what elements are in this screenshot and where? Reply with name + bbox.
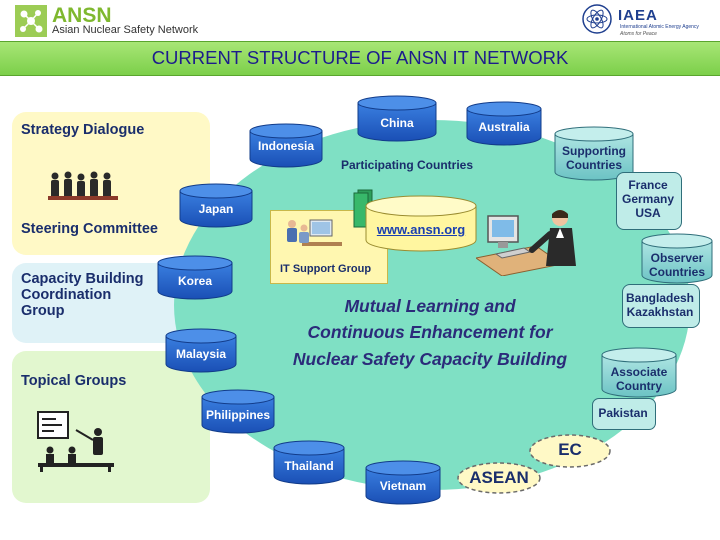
it-support-label: IT Support Group (280, 263, 372, 275)
country-japan: Japan (198, 202, 234, 216)
people-group-icon (48, 171, 118, 200)
center-message-line2: Continuous Enhancement for (307, 322, 553, 342)
member-france: France (628, 178, 668, 192)
associate-country-db (601, 347, 677, 398)
country-db-japan (179, 183, 253, 228)
member-germany: Germany (621, 192, 675, 206)
observer-members-box (622, 284, 700, 328)
country-db-malaysia (165, 328, 237, 373)
member-bangladesh: Bangladesh (625, 291, 694, 305)
country-korea: Korea (177, 274, 212, 288)
iaea-emblem-icon (582, 4, 612, 34)
iaea-motto: Atoms for Peace (620, 31, 657, 37)
iaea-logo-text: IAEA (618, 7, 658, 24)
ansn-subtitle: Asian Nuclear Safety Network (52, 24, 199, 36)
country-db-indonesia (249, 123, 323, 168)
title-bar (0, 41, 720, 76)
country-australia: Australia (478, 120, 530, 134)
country-philippines: Philippines (205, 408, 270, 422)
country-db-china (357, 95, 437, 142)
member-pakistan: Pakistan (598, 406, 648, 420)
organization-asean: ASEAN (469, 468, 529, 487)
topical-groups-label: Topical Groups (21, 373, 127, 389)
organization-ec: EC (558, 440, 582, 459)
supporting-members-box (616, 172, 682, 230)
associate-label-line1: Associate (610, 365, 668, 379)
strategy-dialogue-label: Strategy Dialogue (21, 122, 145, 138)
capacity-label-line1: Capacity Building (21, 271, 144, 287)
participating-countries-label: Participating Countries (341, 158, 474, 172)
center-message-line1: Mutual Learning and (344, 296, 516, 316)
slide-title: CURRENT STRUCTURE OF ANSN IT NETWORK (151, 47, 569, 68)
country-db-thailand (273, 440, 345, 485)
member-kazakhstan: Kazakhstan (626, 305, 694, 319)
supporting-countries-db (554, 126, 634, 181)
country-db-korea (157, 255, 233, 300)
steering-committee-label: Steering Committee (21, 221, 158, 237)
capacity-label-line2: Coordination (21, 287, 112, 303)
country-indonesia: Indonesia (257, 139, 314, 153)
observer-countries-db (641, 233, 713, 284)
supporting-label-line1: Supporting (562, 144, 626, 158)
meeting-presentation-icon (37, 411, 114, 472)
ec-badge (529, 434, 611, 468)
country-malaysia: Malaysia (175, 347, 227, 361)
ansn-logo-icon (15, 5, 47, 37)
country-db-philippines (201, 389, 275, 434)
country-thailand: Thailand (284, 459, 334, 473)
country-db-australia (466, 101, 542, 146)
country-china: China (380, 116, 414, 130)
country-db-vietnam (365, 460, 441, 505)
associate-members-box (592, 398, 656, 430)
ansn-logo-text: ANSN (52, 4, 112, 27)
country-vietnam: Vietnam (379, 479, 427, 493)
computer-user-icon (476, 210, 576, 276)
capacity-label-line3: Group (21, 303, 65, 319)
associate-label-line2: Country (616, 379, 662, 393)
observer-label-line1: Observer (650, 251, 704, 265)
asean-badge (457, 462, 541, 494)
it-team-icon (287, 219, 342, 246)
member-usa: USA (635, 206, 661, 220)
iaea-subtitle: International Atomic Energy Agency (620, 24, 699, 30)
supporting-label-line2: Countries (565, 158, 622, 172)
ansn-website-link[interactable]: www.ansn.org (376, 222, 466, 237)
ansn-server-db (365, 195, 477, 252)
center-message-line3: Nuclear Safety Capacity Building (292, 349, 568, 369)
observer-label-line2: Countries (648, 265, 705, 279)
